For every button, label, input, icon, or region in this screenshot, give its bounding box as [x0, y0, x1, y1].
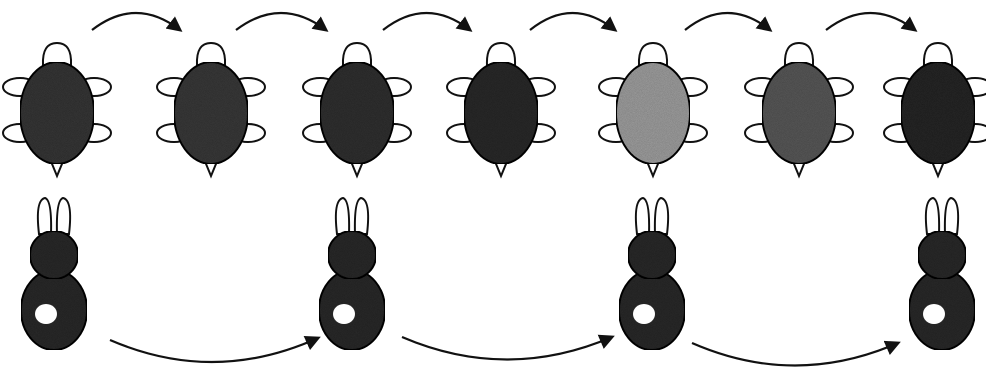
- rabbit-ear-right: [945, 198, 958, 234]
- rabbit-2: [319, 198, 385, 350]
- turtle-2: [157, 43, 265, 176]
- rabbit-ear-left: [636, 198, 649, 234]
- turtle-hop-arrow-3: [383, 13, 470, 30]
- rabbit-head: [628, 231, 676, 279]
- turtle-shell: [762, 62, 836, 164]
- turtle-3: [303, 43, 411, 176]
- turtle-hop-arrow-2: [236, 13, 326, 30]
- turtle-shell: [174, 62, 248, 164]
- turtle-hop-arrows: [92, 13, 915, 30]
- turtle-hop-arrow-4: [530, 13, 615, 30]
- rabbit-1: [21, 198, 87, 350]
- turtle-shell: [320, 62, 394, 164]
- turtle-5: [599, 43, 707, 176]
- turtle-6: [745, 43, 853, 176]
- turtle-1: [3, 43, 111, 176]
- turtle-shell: [616, 62, 690, 164]
- turtle-row: [3, 43, 986, 176]
- rabbit-tail: [923, 304, 945, 324]
- rabbit-hop-arrow-3: [692, 343, 898, 366]
- rabbit-ear-left: [38, 198, 51, 234]
- rabbit-tail: [333, 304, 355, 324]
- rabbit-head: [328, 231, 376, 279]
- rabbit-4: [909, 198, 975, 350]
- turtle-shell: [901, 62, 975, 164]
- rabbit-hop-arrow-2: [402, 337, 612, 360]
- turtle-hop-arrow-5: [685, 13, 770, 30]
- rabbit-head: [30, 231, 78, 279]
- rabbit-tail: [633, 304, 655, 324]
- rabbit-row: [21, 198, 975, 350]
- rabbit-ear-left: [336, 198, 349, 234]
- rabbit-hop-arrow-1: [110, 338, 318, 362]
- rabbit-head: [918, 231, 966, 279]
- turtle-shell: [20, 62, 94, 164]
- turtle-hop-arrow-1: [92, 13, 180, 30]
- turtle-4: [447, 43, 555, 176]
- turtle-hop-arrow-6: [826, 13, 915, 30]
- rabbit-ear-right: [57, 198, 70, 234]
- rabbit-ear-right: [355, 198, 368, 234]
- turtle-shell: [464, 62, 538, 164]
- rabbit-ear-left: [926, 198, 939, 234]
- rabbit-ear-right: [655, 198, 668, 234]
- rabbit-3: [619, 198, 685, 350]
- rabbit-tail: [35, 304, 57, 324]
- rabbit-hop-arrows: [110, 337, 898, 366]
- turtle-7: [884, 43, 986, 176]
